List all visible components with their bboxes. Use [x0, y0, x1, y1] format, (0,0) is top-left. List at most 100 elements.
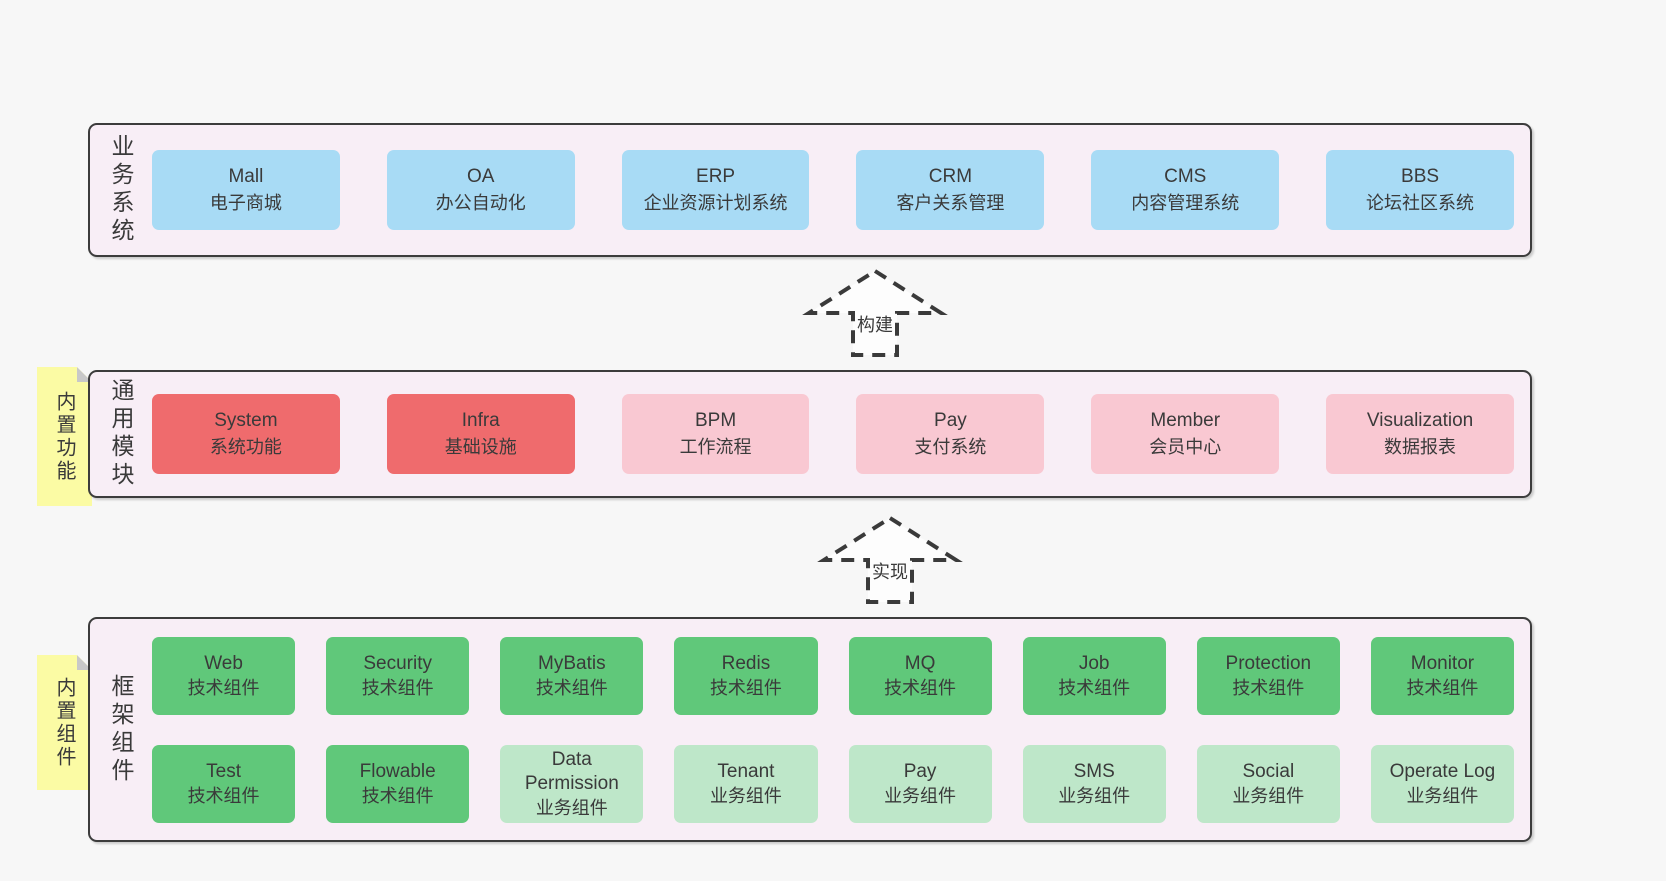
- box-row: System 系统功能 Infra 基础设施 BPM 工作流程 Pay 支付系统 Member 会…: [152, 394, 1514, 474]
- box-title: Job: [1078, 652, 1110, 674]
- box-subtitle: 技术组件: [1232, 677, 1305, 698]
- box-subtitle: 技术组件: [1406, 677, 1479, 698]
- box-subtitle: 业务组件: [1232, 785, 1305, 806]
- box-title: Operate Log: [1389, 760, 1496, 782]
- box-title: Member: [1150, 410, 1221, 431]
- box-title: Web: [204, 652, 243, 674]
- box-title: MyBatis: [538, 652, 606, 674]
- box-test: Test 技术组件: [152, 744, 296, 823]
- layer-label: 框架组件: [108, 673, 134, 786]
- box-system: System 系统功能: [152, 394, 340, 474]
- arrow-label: 构建: [857, 315, 893, 335]
- box-subtitle: 技术组件: [709, 677, 782, 698]
- box-title: SMS: [1073, 760, 1115, 782]
- box-subtitle: 论坛社区系统: [1366, 193, 1475, 213]
- box-subtitle: 技术组件: [884, 677, 957, 698]
- box-tenant: Tenant 业务组件: [674, 744, 818, 823]
- box-title: Flowable: [359, 760, 436, 782]
- box-title: Data Permission: [524, 748, 619, 794]
- layer-label: 通用模块: [108, 378, 134, 490]
- box-title: Pay: [934, 410, 967, 431]
- box-title: CRM: [928, 166, 973, 187]
- box-subtitle: 支付系统: [914, 437, 987, 457]
- arrow-label: 实现: [872, 562, 908, 582]
- sticky-note-builtin-features: 内置功能: [37, 367, 92, 506]
- box-title: Redis: [721, 652, 771, 674]
- sticky-note-builtin-components: 内置组件: [37, 655, 92, 790]
- box-title: MQ: [904, 652, 936, 674]
- box-subtitle: 技术组件: [361, 785, 434, 806]
- box-title: Mall: [228, 166, 264, 187]
- layer-label: 业务系统: [108, 134, 134, 246]
- box-subtitle: 系统功能: [209, 437, 282, 457]
- box-subtitle: 业务组件: [709, 785, 782, 806]
- box-subtitle: 基础设施: [444, 437, 517, 457]
- box-social: Social 业务组件: [1196, 744, 1340, 823]
- box-subtitle: 企业资源计划系统: [643, 193, 788, 213]
- box-subtitle: 业务组件: [1058, 785, 1131, 806]
- box-job: Job 技术组件: [1022, 636, 1166, 715]
- box-title: Infra: [461, 410, 500, 431]
- box-title: BBS: [1401, 166, 1440, 187]
- box-subtitle: 数据报表: [1384, 437, 1457, 457]
- box-subtitle: 电子商城: [209, 193, 282, 213]
- box-subtitle: 技术组件: [1058, 677, 1131, 698]
- box-mq: MQ 技术组件: [848, 636, 992, 715]
- box-data-permission: Data Permission 业务组件: [500, 744, 644, 823]
- box-operate-log: Operate Log 业务组件: [1370, 744, 1514, 823]
- box-title: System: [214, 410, 278, 431]
- box-title: Visualization: [1366, 410, 1474, 431]
- box-bpm: BPM 工作流程: [621, 394, 810, 474]
- box-mybatis: MyBatis 技术组件: [500, 636, 644, 715]
- box-redis: Redis 技术组件: [674, 636, 818, 715]
- box-subtitle: 业务组件: [535, 797, 608, 818]
- box-member: Member 会员中心: [1091, 394, 1280, 474]
- box-subtitle: 办公自动化: [435, 193, 526, 213]
- box-subtitle: 业务组件: [1406, 785, 1479, 806]
- box-mall: Mall 电子商城: [152, 150, 340, 230]
- box-title: BPM: [694, 410, 737, 431]
- box-subtitle: 客户关系管理: [896, 193, 1005, 213]
- box-title: Test: [206, 760, 241, 782]
- box-title: Protection: [1225, 652, 1312, 674]
- box-subtitle: 会员中心: [1149, 437, 1222, 457]
- box-title: Social: [1242, 760, 1295, 782]
- box-title: Security: [363, 652, 432, 674]
- box-pay: Pay 支付系统: [856, 394, 1045, 474]
- layer-rows: System 系统功能 Infra 基础设施 BPM 工作流程 Pay 支付系统 Member 会…: [138, 372, 1530, 496]
- box-title: CMS: [1164, 166, 1207, 187]
- layer-common-modules: 通用模块 System 系统功能 Infra 基础设施 BPM 工作流程 Pay 支付系统 Me…: [88, 370, 1532, 498]
- box-subtitle: 内容管理系统: [1131, 193, 1240, 213]
- box-subtitle: 技术组件: [535, 677, 608, 698]
- box-pay: Pay 业务组件: [848, 744, 992, 823]
- box-title: Tenant: [717, 760, 775, 782]
- sticky-note-label: 内置组件: [53, 676, 75, 769]
- box-infra: Infra 基础设施: [386, 394, 575, 474]
- arrow-outline: [817, 515, 963, 604]
- box-title: OA: [467, 166, 495, 187]
- box-subtitle: 技术组件: [187, 785, 260, 806]
- box-subtitle: 工作流程: [679, 437, 752, 457]
- box-cms: CMS 内容管理系统: [1091, 150, 1280, 230]
- box-subtitle: 业务组件: [884, 785, 957, 806]
- arrow-build: 构建: [802, 268, 948, 357]
- box-crm: CRM 客户关系管理: [856, 150, 1045, 230]
- box-title: Pay: [903, 760, 937, 782]
- arrow-outline: [802, 268, 948, 357]
- box-flowable: Flowable 技术组件: [326, 744, 470, 823]
- box-bbs: BBS 论坛社区系统: [1326, 150, 1514, 230]
- box-visualization: Visualization 数据报表: [1326, 394, 1514, 474]
- box-oa: OA 办公自动化: [386, 150, 575, 230]
